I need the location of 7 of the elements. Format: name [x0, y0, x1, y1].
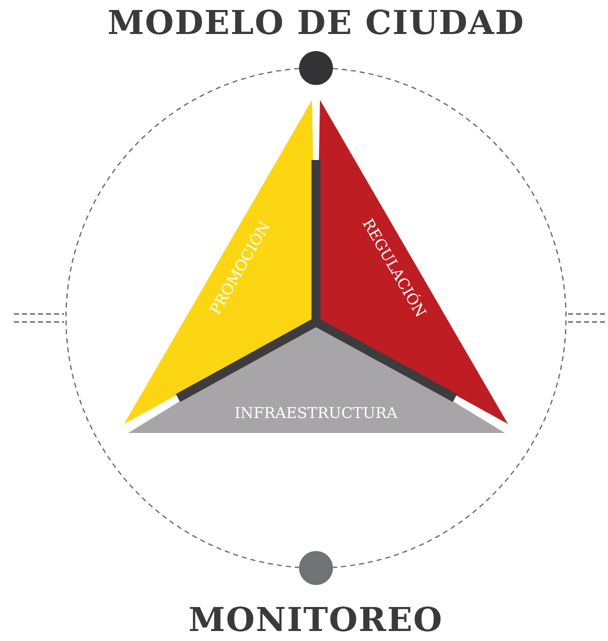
heading: MODELO DE CIUDAD: [108, 3, 525, 42]
segment-label: INFRAESTRUCTURA: [234, 404, 398, 422]
dashed-circle-arc: [332, 68, 566, 568]
circle-marker: [299, 551, 333, 585]
heading: MONITOREO: [188, 600, 444, 639]
dashed-circle-arc: [66, 68, 300, 568]
circle-marker: [299, 51, 333, 85]
